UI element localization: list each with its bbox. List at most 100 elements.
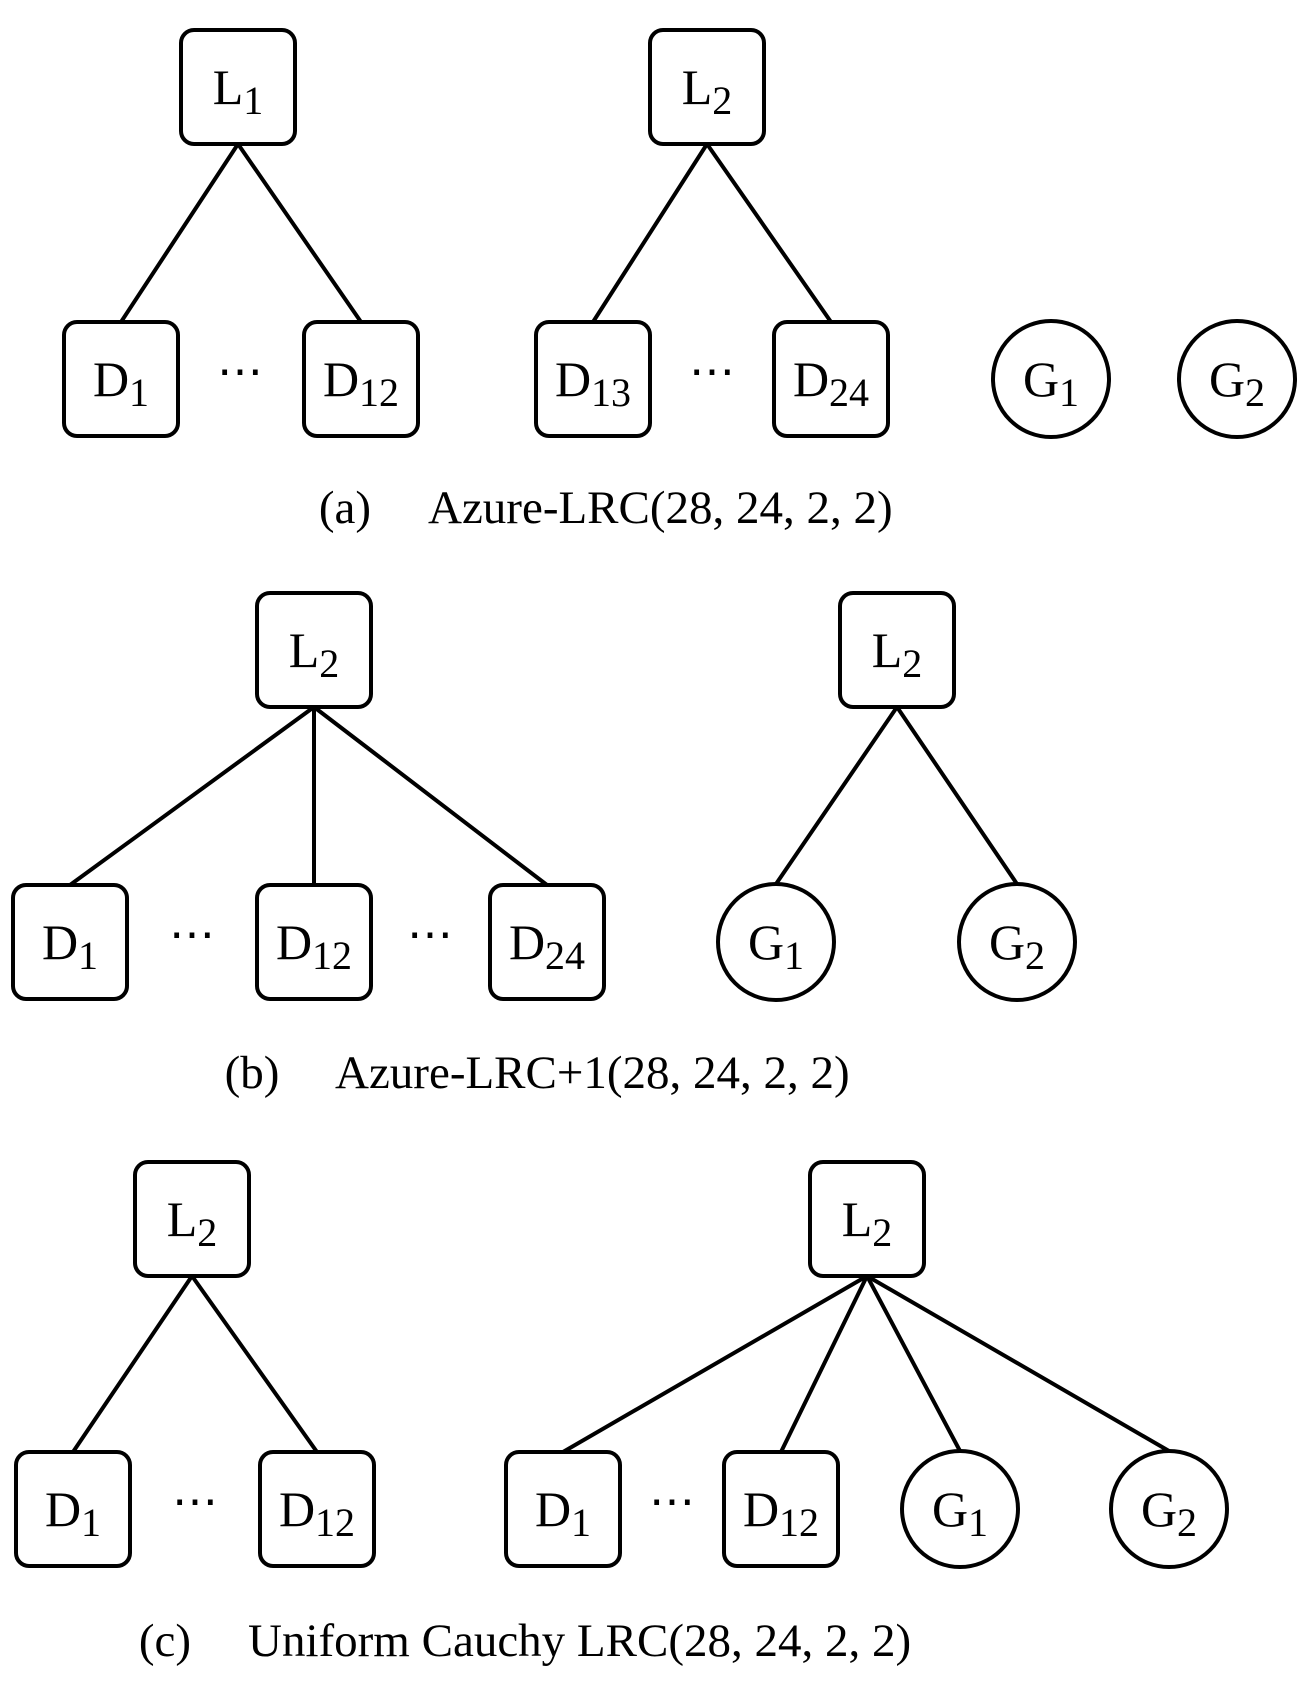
node-letter: D <box>279 1481 315 1537</box>
node-letter: G <box>1209 351 1245 407</box>
node-label: D13 <box>555 351 631 415</box>
node-letter: D <box>509 914 545 970</box>
node-subscript: 1 <box>1059 370 1079 415</box>
node-letter: G <box>1023 351 1059 407</box>
node-g2-circle: G2 <box>957 882 1077 1002</box>
edge-b-l2b-b-g2 <box>895 705 1019 886</box>
node-label: L2 <box>682 59 733 123</box>
edge-c-l2b-c-g1 <box>865 1274 962 1453</box>
node-circle-shape <box>900 1449 1020 1569</box>
node-letter: L <box>842 1191 873 1247</box>
node-subscript: 2 <box>319 641 339 686</box>
caption-tag: (b) <box>225 1047 280 1099</box>
node-label: G2 <box>1141 1481 1197 1545</box>
node-box-shape <box>772 320 890 438</box>
caption-title: Azure-LRC(28, 24, 2, 2) <box>428 482 893 534</box>
edge-b-l2a-b-d1 <box>68 705 316 887</box>
node-letter: L <box>213 59 244 115</box>
node-l2-box: L2 <box>838 591 956 709</box>
node-box-shape <box>808 1160 926 1278</box>
ellipsis-dots: ⋯ <box>169 909 215 960</box>
node-letter: D <box>323 351 359 407</box>
edge-a-l1-a-d1 <box>119 142 240 324</box>
edge-b-l2a-b-d24 <box>312 705 549 887</box>
edge-c-l2b-c-g2 <box>865 1274 1171 1453</box>
node-letter: D <box>276 914 312 970</box>
node-box-shape <box>488 883 606 1001</box>
node-g1-circle: G1 <box>991 319 1111 439</box>
node-circle-shape <box>991 319 1111 439</box>
node-letter: D <box>743 1481 779 1537</box>
node-circle-shape <box>1109 1449 1229 1569</box>
node-letter: D <box>555 351 591 407</box>
node-subscript: 2 <box>712 78 732 123</box>
node-d1-box: D1 <box>62 320 180 438</box>
node-subscript: 1 <box>571 1500 591 1545</box>
node-label: G2 <box>1209 351 1265 415</box>
node-letter: G <box>1141 1481 1177 1537</box>
node-letter: D <box>42 914 78 970</box>
node-subscript: 1 <box>129 370 149 415</box>
node-g1-circle: G1 <box>900 1449 1020 1569</box>
node-box-shape <box>722 1450 840 1568</box>
node-letter: L <box>167 1191 198 1247</box>
node-box-shape <box>534 320 652 438</box>
node-d12-box: D12 <box>302 320 420 438</box>
ellipsis-dots: ⋯ <box>217 346 263 397</box>
node-g2-circle: G2 <box>1177 319 1297 439</box>
node-d12-box: D12 <box>722 1450 840 1568</box>
node-subscript: 24 <box>545 933 585 978</box>
node-d24-box: D24 <box>488 883 606 1001</box>
node-d12-box: D12 <box>258 1450 376 1568</box>
node-d12-box: D12 <box>255 883 373 1001</box>
node-label: D24 <box>793 351 869 415</box>
node-letter: L <box>872 622 903 678</box>
node-letter: D <box>45 1481 81 1537</box>
node-subscript: 2 <box>872 1210 892 1255</box>
node-letter: D <box>793 351 829 407</box>
node-d1-box: D1 <box>504 1450 622 1568</box>
edge-c-l2a-c-d1a <box>71 1274 194 1454</box>
caption-tag: (a) <box>319 482 371 534</box>
node-label: D1 <box>42 914 98 978</box>
edge-a-l2-a-d13 <box>591 142 709 324</box>
node-d13-box: D13 <box>534 320 652 438</box>
node-subscript: 1 <box>243 78 263 123</box>
node-subscript: 1 <box>784 933 804 978</box>
node-label: D1 <box>535 1481 591 1545</box>
node-subscript: 12 <box>315 1500 355 1545</box>
node-label: L2 <box>167 1191 218 1255</box>
node-box-shape <box>11 883 129 1001</box>
node-box-shape <box>302 320 420 438</box>
node-l2-box: L2 <box>808 1160 926 1278</box>
edge-a-l1-a-d12 <box>236 142 363 324</box>
node-d24-box: D24 <box>772 320 890 438</box>
edge-c-l2b-c-d12b <box>779 1274 869 1454</box>
node-subscript: 1 <box>81 1500 101 1545</box>
node-box-shape <box>133 1160 251 1278</box>
node-box-shape <box>648 28 766 146</box>
node-box-shape <box>258 1450 376 1568</box>
node-l2-box: L2 <box>133 1160 251 1278</box>
edges-layer <box>68 142 1171 1454</box>
node-label: L2 <box>872 622 923 686</box>
node-label: D12 <box>743 1481 819 1545</box>
edge-a-l2-a-d24 <box>705 142 833 324</box>
node-subscript: 2 <box>1245 370 1265 415</box>
node-circle-shape <box>1177 319 1297 439</box>
node-d1-box: D1 <box>14 1450 132 1568</box>
node-box-shape <box>179 28 297 146</box>
node-letter: L <box>682 59 713 115</box>
node-letter: G <box>748 914 784 970</box>
node-subscript: 12 <box>359 370 399 415</box>
node-letter: G <box>989 914 1025 970</box>
node-box-shape <box>62 320 180 438</box>
node-label: L2 <box>842 1191 893 1255</box>
edge-c-l2a-c-d12a <box>190 1274 319 1454</box>
node-letter: D <box>93 351 129 407</box>
node-subscript: 2 <box>197 1210 217 1255</box>
node-circle-shape <box>957 882 1077 1002</box>
edge-c-l2b-c-d1b <box>561 1274 869 1454</box>
caption-tag: (c) <box>139 1615 191 1667</box>
